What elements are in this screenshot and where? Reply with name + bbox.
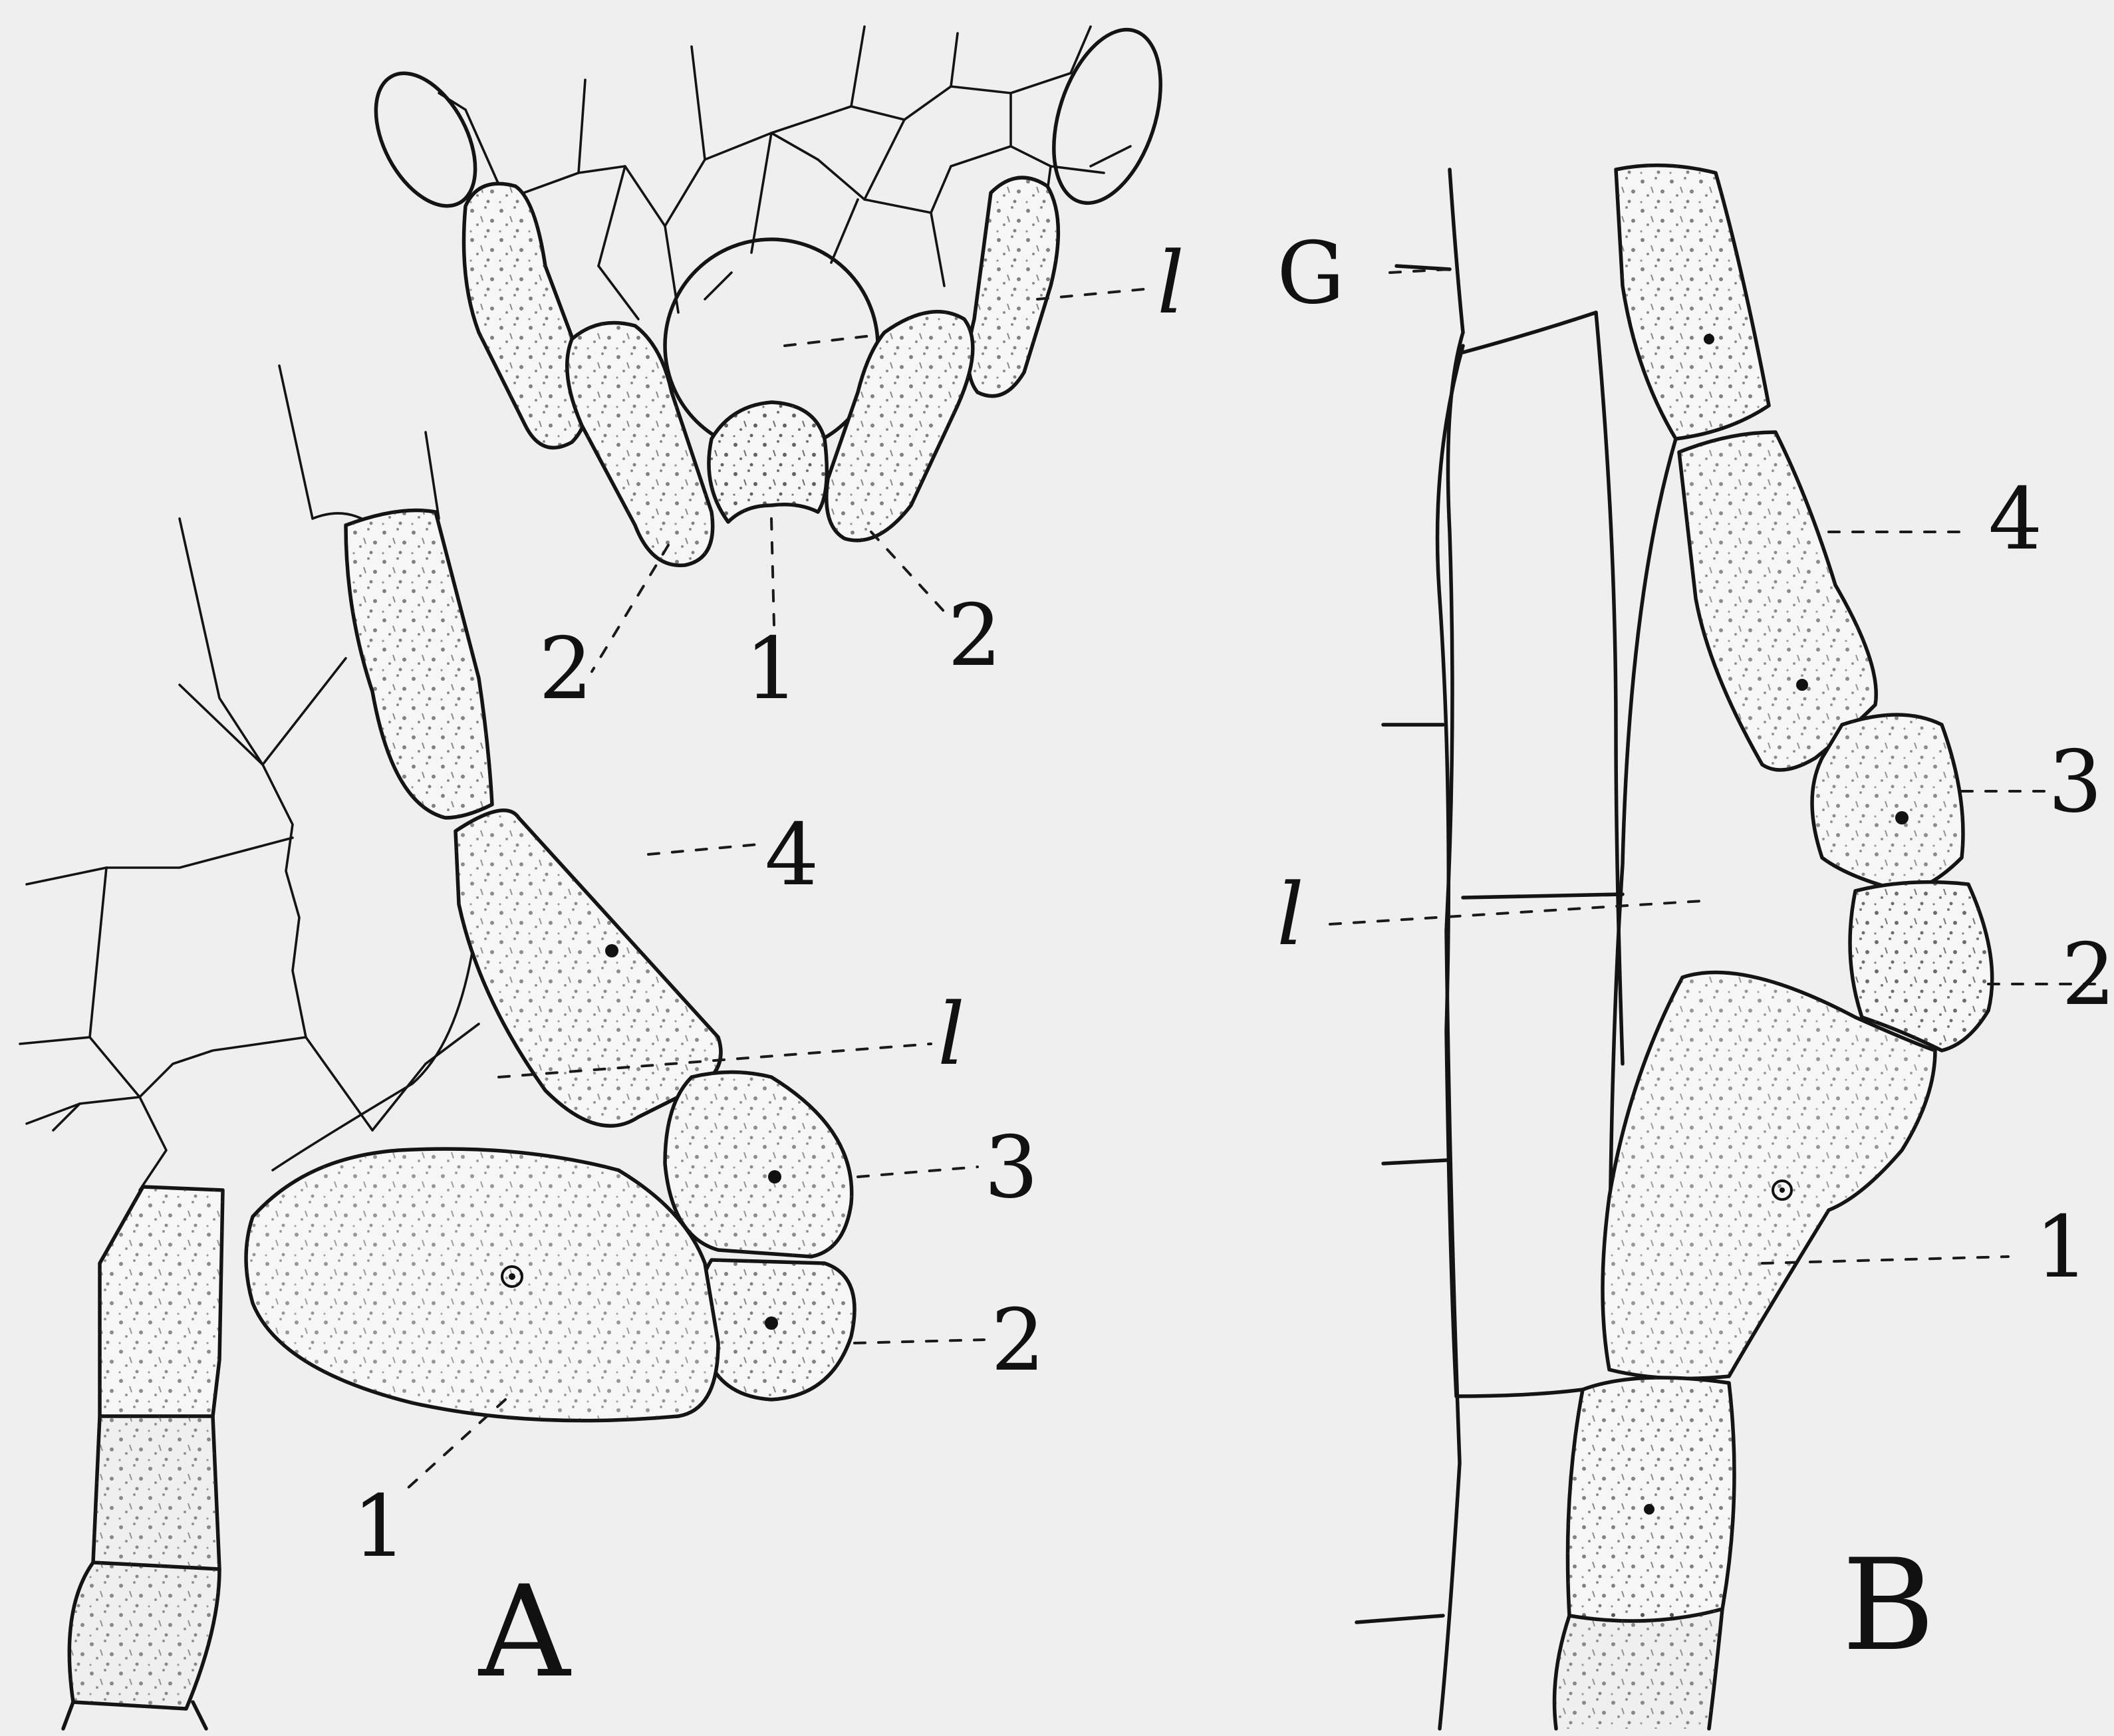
top-label-2-right: 2: [948, 586, 1001, 685]
panel-a-upper-filament: [346, 511, 721, 1126]
panel-a-label-2: 2: [991, 1291, 1045, 1390]
panel-b-label-4: 4: [1988, 470, 2042, 569]
panel-a-label-l: l: [938, 985, 965, 1084]
panel-b-label-2: 2: [2061, 926, 2114, 1025]
panel-b-label-l: l: [1277, 866, 1304, 965]
panel-b-title: B: [1842, 1532, 1935, 1679]
panel-b-label-g: G: [1277, 224, 1345, 323]
panel-b-label-1: 1: [2035, 1198, 2089, 1297]
panel-a-label-4: 4: [765, 806, 819, 905]
panel-b-label-3: 3: [2048, 733, 2102, 832]
top-label-l: l: [1157, 234, 1184, 333]
panel-b: G 4 3 l 2 1 B: [1277, 166, 2114, 1729]
top-section: 2 1 2 l: [356, 16, 1184, 719]
panel-a: 4 l 3 2 1 A: [20, 366, 1045, 1729]
panel-a-label-1: 1: [352, 1477, 406, 1576]
panel-a-label-3: 3: [984, 1118, 1038, 1217]
top-outer-cell-right: [1034, 16, 1180, 216]
top-label-1: 1: [745, 620, 799, 719]
top-stippled-cells: [464, 178, 1059, 565]
panel-a-left-filament: [63, 1187, 223, 1729]
top-label-2-left: 2: [539, 620, 593, 719]
panel-a-title: A: [477, 1558, 572, 1705]
